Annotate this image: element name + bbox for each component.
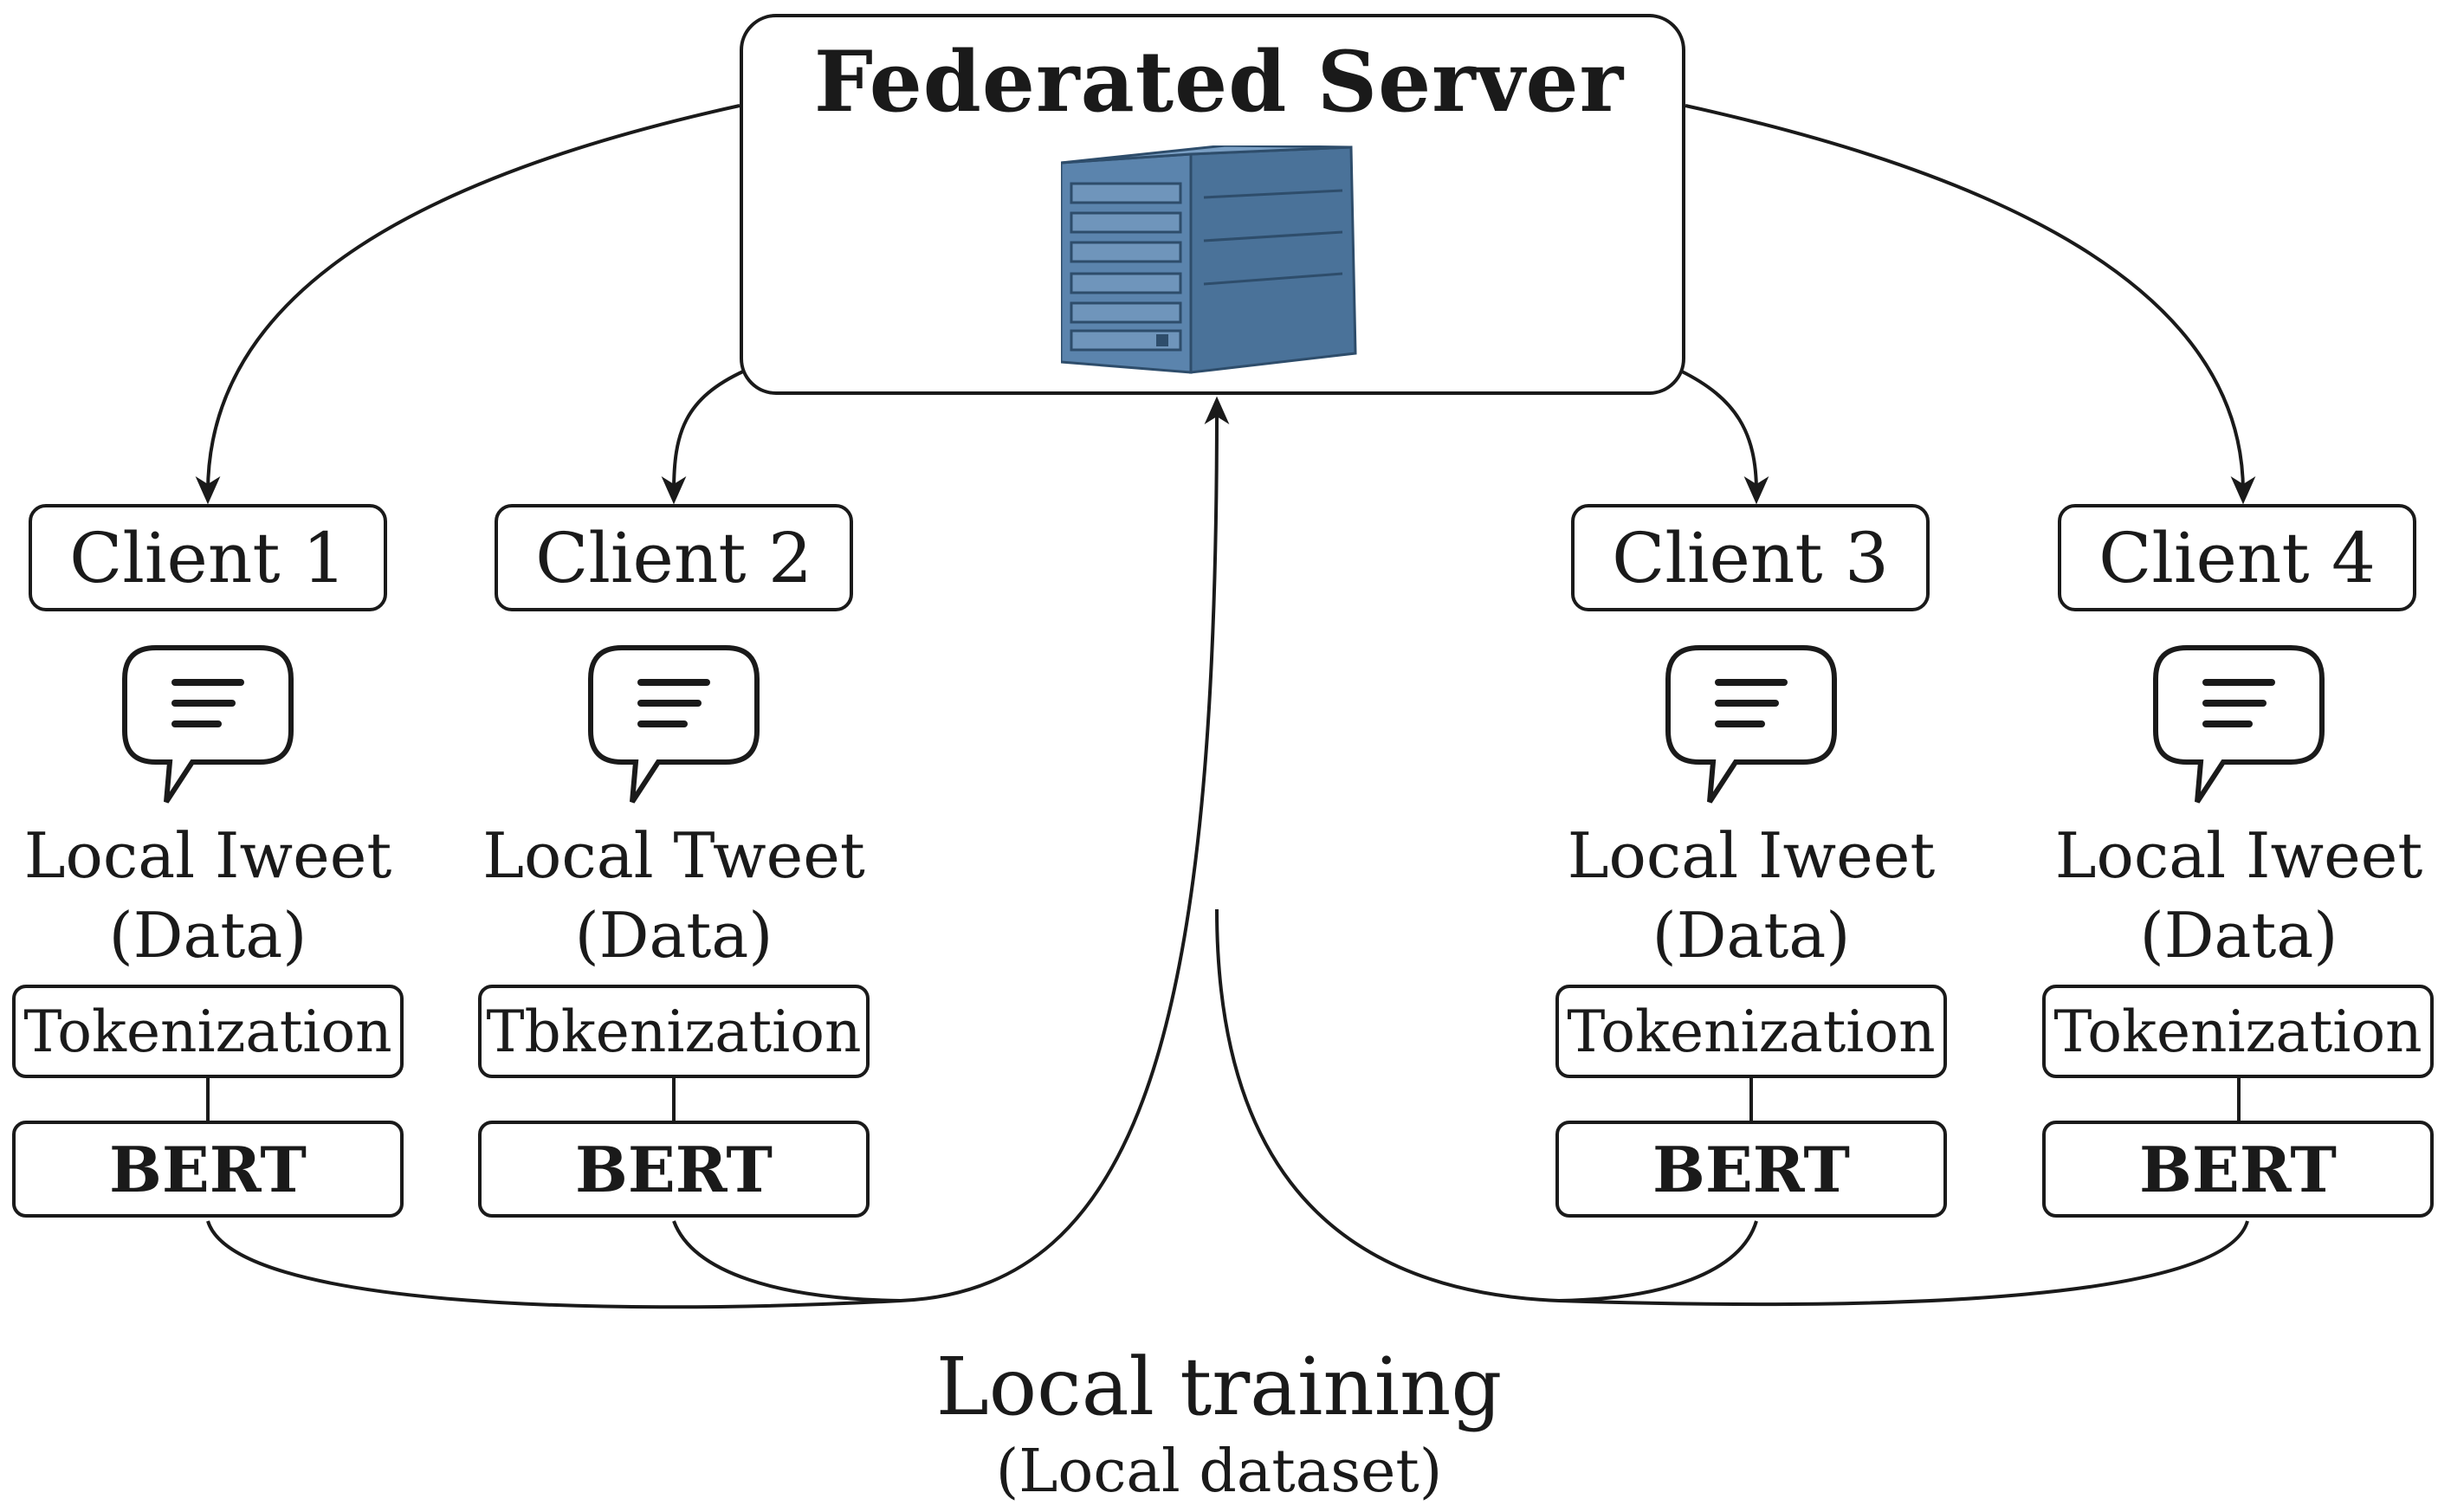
training-branch-client-3 xyxy=(1558,1220,1758,1302)
client-2-tokenization-box: Tbkenization xyxy=(478,985,870,1078)
client-3-tokenization-label: Tokenization xyxy=(1567,998,1936,1065)
client-1-data-line2: (Data) xyxy=(108,899,307,972)
client-2-label: Client 2 xyxy=(535,517,812,598)
client-4-tokenization-label: Tokenization xyxy=(2053,998,2422,1065)
client-3-data-line2: (Data) xyxy=(1652,899,1851,972)
client-4-label: Client 4 xyxy=(2098,517,2376,598)
client-4-bert-label: BERT xyxy=(2139,1132,2337,1206)
client-1-data-label: Local Iweet (Data) xyxy=(9,816,407,975)
client-3-data-line1: Local Iweet xyxy=(1567,819,1936,892)
client-3-bert-label: BERT xyxy=(1652,1132,1850,1206)
server-tower-icon xyxy=(1061,145,1357,374)
client-1-bert-box: BERT xyxy=(12,1121,404,1218)
client-1-label: Client 1 xyxy=(69,517,346,598)
client-4-box: Client 4 xyxy=(2058,504,2416,611)
chat-bubble-icon xyxy=(122,645,294,804)
client-4-data-line2: (Data) xyxy=(2139,899,2338,972)
client-2-bert-label: BERT xyxy=(575,1132,773,1206)
client-1-tokenization-label: Tokenization xyxy=(23,998,392,1065)
client-3-tokenization-box: Tokenization xyxy=(1555,985,1947,1078)
client-4-tokenization-box: Tokenization xyxy=(2042,985,2434,1078)
training-branch-client-2 xyxy=(672,1220,902,1302)
client-3-label: Client 3 xyxy=(1612,517,1889,598)
client-2-bert-box: BERT xyxy=(478,1121,870,1218)
client-4-data-label: Local Iweet (Data) xyxy=(2040,816,2438,975)
arrow-to-client-4 xyxy=(1685,104,2256,505)
chat-bubble-icon xyxy=(2153,645,2325,804)
client-2-box: Client 2 xyxy=(495,504,853,611)
local-dataset-label: (Local dataset) xyxy=(995,1438,1443,1506)
client-3-data-label: Local Iweet (Data) xyxy=(1552,816,1950,975)
chat-bubble-icon xyxy=(588,645,760,804)
server-title: Federated Server xyxy=(813,33,1625,131)
arrow-to-client-3 xyxy=(1679,369,1769,505)
client-2-data-line2: (Data) xyxy=(574,899,773,972)
client-2-data-label: Local Tweet (Data) xyxy=(475,816,873,975)
client-3-bert-box: BERT xyxy=(1555,1121,1947,1218)
training-curve-left xyxy=(206,396,1230,1309)
client-3-box: Client 3 xyxy=(1571,504,1930,611)
arrow-to-client-1 xyxy=(195,104,740,505)
client-2-data-line1: Local Tweet xyxy=(482,819,865,892)
client-2-tokenization-label: Tbkenization xyxy=(486,998,862,1065)
client-4-bert-box: BERT xyxy=(2042,1121,2434,1218)
arrow-to-client-2 xyxy=(661,369,746,505)
client-1-box: Client 1 xyxy=(29,504,387,611)
client-4-data-line1: Local Iweet xyxy=(2054,819,2423,892)
client-1-bert-label: BERT xyxy=(109,1132,307,1206)
chat-bubble-icon xyxy=(1665,645,1837,804)
local-training-label: Local training xyxy=(935,1341,1503,1433)
client-1-data-line1: Local Iweet xyxy=(23,819,392,892)
client-1-tokenization-box: Tokenization xyxy=(12,985,404,1078)
